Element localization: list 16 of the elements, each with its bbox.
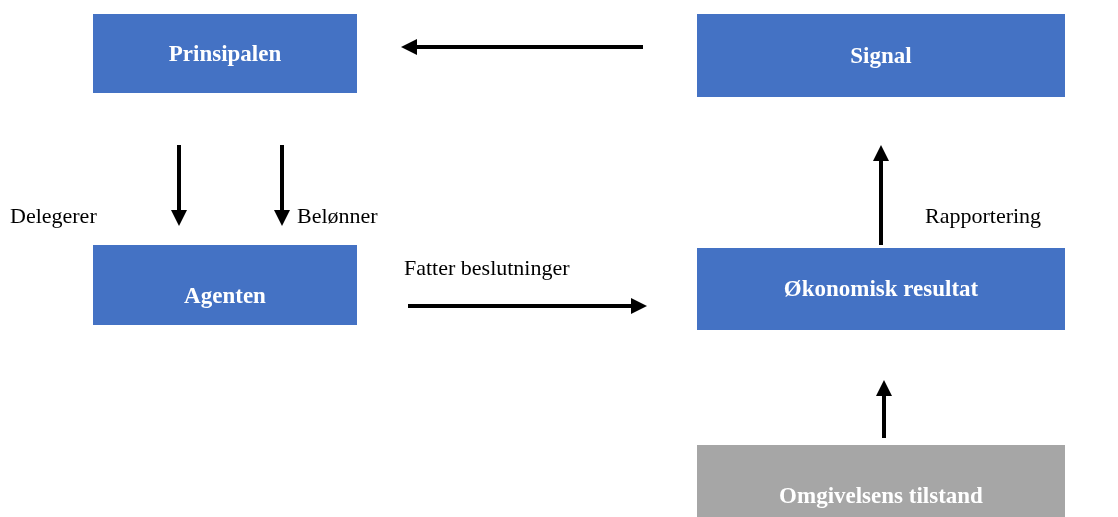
- arrow: [171, 145, 187, 226]
- box-label: Prinsipalen: [168, 40, 282, 67]
- process-box: [697, 445, 1065, 517]
- box-label: Omgivelsens tilstand: [779, 483, 983, 509]
- box-label: Økonomisk resultat: [783, 276, 979, 302]
- process-box: [93, 14, 357, 93]
- arrow: [873, 145, 889, 245]
- arrow: [408, 298, 647, 314]
- process-box: [697, 248, 1065, 330]
- process-box: [697, 14, 1065, 97]
- arrow: [876, 380, 892, 438]
- box-label: Signal: [850, 42, 912, 69]
- arrow: [274, 145, 290, 226]
- process-box: [93, 245, 357, 325]
- box-label: Agenten: [184, 283, 266, 309]
- arrow: [401, 39, 643, 55]
